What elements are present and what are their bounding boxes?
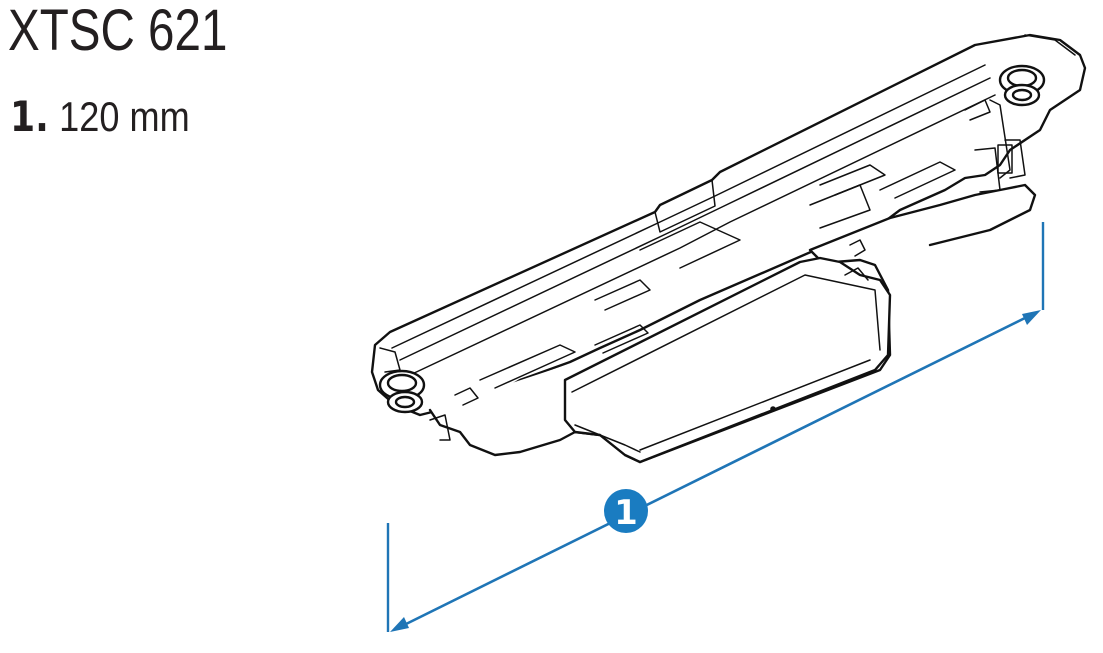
rail-slot xyxy=(964,99,991,121)
housing-edge xyxy=(639,359,871,451)
rail-channel-line xyxy=(409,94,996,376)
end-block-detail xyxy=(379,347,401,373)
left-screw-head xyxy=(386,373,418,393)
housing-clip xyxy=(849,239,866,257)
mark-dot xyxy=(770,406,776,412)
center-housing xyxy=(563,256,892,464)
housing-clip xyxy=(844,267,869,281)
rail-channel-line xyxy=(399,77,991,361)
right-screw-lower xyxy=(1011,88,1033,102)
rail-slot xyxy=(594,279,651,311)
dimension-value: 120 mm xyxy=(59,93,190,140)
rail-channel-line xyxy=(391,64,986,349)
right-screw-head xyxy=(1006,68,1038,88)
end-block-detail xyxy=(1004,139,1026,179)
top-cap-detail xyxy=(1024,34,1076,56)
product-title: XTSC 621 xyxy=(8,0,228,63)
end-block-detail xyxy=(429,414,451,441)
rail-slot xyxy=(594,324,649,354)
housing-edge xyxy=(574,424,641,453)
callout-label: 1 xyxy=(614,493,638,533)
callout-badge xyxy=(604,489,648,533)
arrowhead-right xyxy=(1022,310,1041,325)
dimension-line xyxy=(397,312,1034,630)
connector-body xyxy=(370,33,1087,464)
rail-slot xyxy=(879,161,956,199)
rail-step xyxy=(639,221,741,269)
dimension-annotation: 1 xyxy=(386,222,1045,632)
housing-edge xyxy=(571,274,881,393)
end-block-detail xyxy=(989,99,1011,179)
end-block-contact xyxy=(997,144,1013,174)
dimension-number: 1. xyxy=(10,92,49,141)
rail-slot xyxy=(479,344,576,389)
rail-slot xyxy=(454,387,479,406)
rail-slot xyxy=(809,184,871,229)
left-screw-lower xyxy=(394,395,416,409)
dimension-legend-item: 1.120 mm xyxy=(10,96,190,138)
rail-step xyxy=(654,179,716,233)
arrowhead-left xyxy=(390,617,409,632)
